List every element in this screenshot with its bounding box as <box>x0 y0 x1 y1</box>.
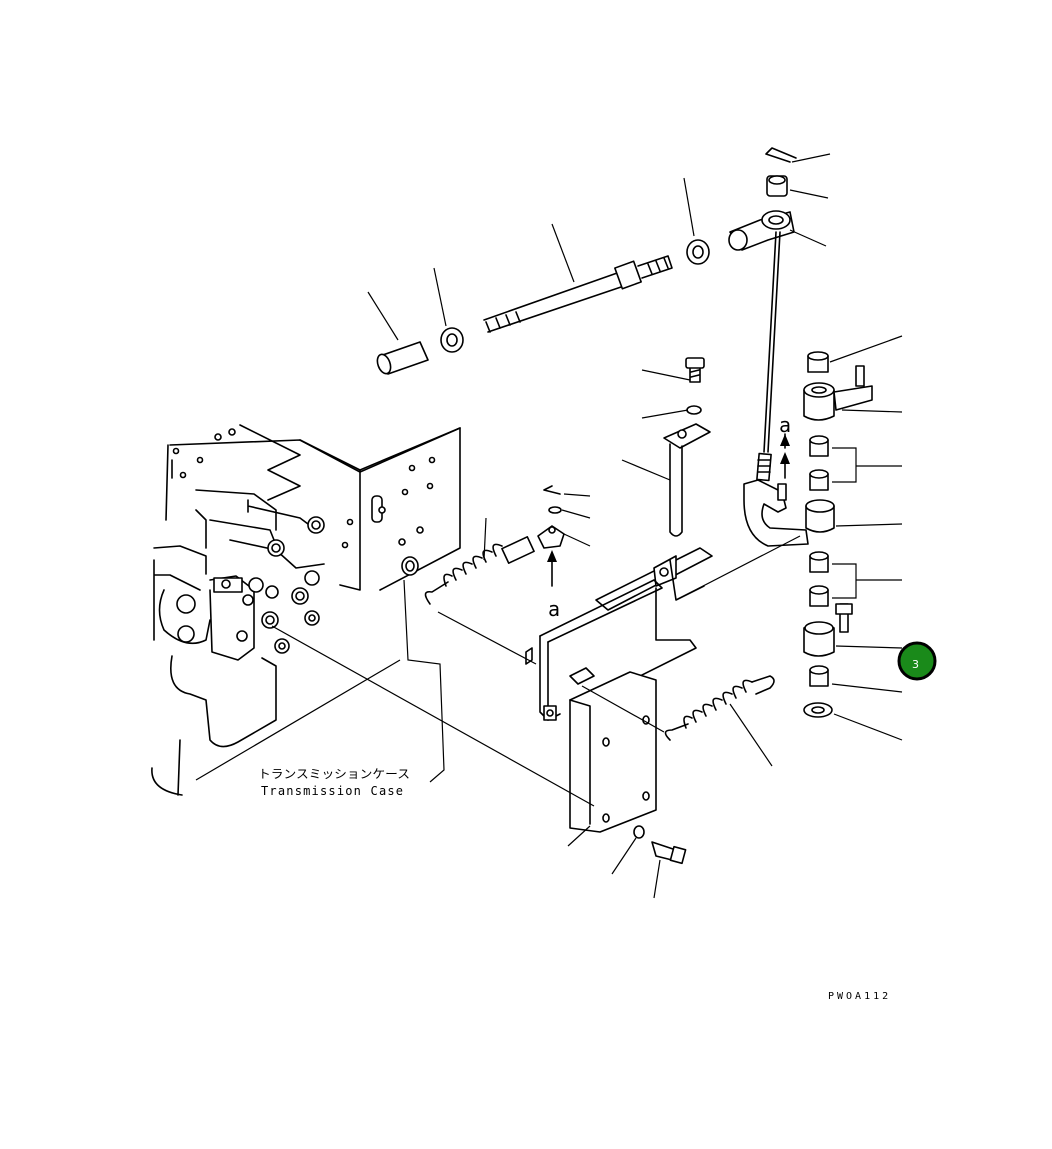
transmission-case-label-en: Transmission Case <box>261 784 404 798</box>
transmission-case-label-jp: トランスミッションケース <box>258 767 410 781</box>
arrow-label-a-right: a <box>779 413 791 437</box>
bracket-assembly <box>525 547 713 865</box>
callout-number[interactable]: 3 <box>912 658 919 671</box>
leader-lines <box>195 153 903 899</box>
arrow-label-a-center: a <box>548 597 560 621</box>
drawing-code: PWOA112 <box>828 991 891 1002</box>
rod-assembly <box>376 147 797 453</box>
spring-left <box>424 485 565 605</box>
callout-marker-3[interactable]: 3 <box>897 641 937 681</box>
lever-arm <box>743 452 835 547</box>
callout-circle[interactable] <box>897 641 937 681</box>
pin-plate <box>663 357 711 537</box>
bushings-column <box>780 351 873 718</box>
transmission-case <box>151 424 461 796</box>
spring-right <box>664 675 775 741</box>
